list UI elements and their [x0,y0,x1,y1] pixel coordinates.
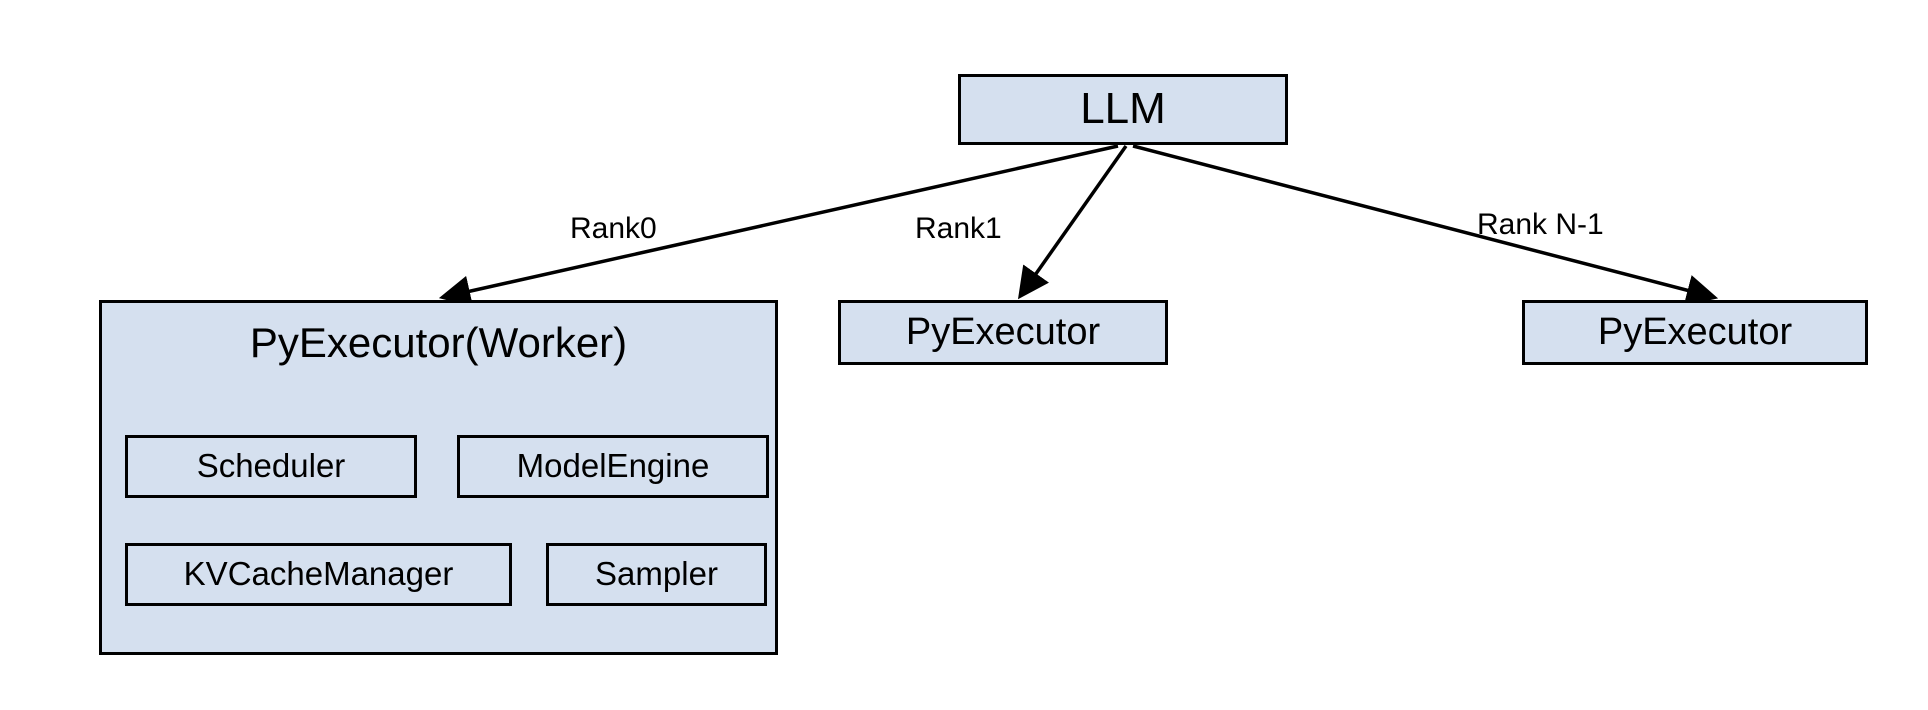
node-pyexecutor-worker-label: PyExecutor(Worker) [249,319,628,366]
node-model-engine[interactable]: ModelEngine [457,435,769,498]
node-kv-cache-manager[interactable]: KVCacheManager [125,543,512,606]
node-pyexecutor-rankn-label: PyExecutor [1597,310,1793,353]
node-pyexecutor-rank1-label: PyExecutor [905,310,1101,353]
node-scheduler[interactable]: Scheduler [125,435,417,498]
node-pyexecutor-rank1[interactable]: PyExecutor [838,300,1168,365]
edge-llm-to-executor-rank1 [1017,144,1128,300]
node-pyexecutor-rankn[interactable]: PyExecutor [1522,300,1868,365]
node-pyexecutor-worker[interactable]: PyExecutor(Worker) Scheduler ModelEngine… [99,300,778,655]
node-model-engine-label: ModelEngine [516,447,710,485]
edge-label-rank0: Rank0 [570,212,657,245]
node-llm[interactable]: LLM [958,74,1288,145]
node-sampler[interactable]: Sampler [546,543,767,606]
edge-llm-to-executor-rankn [1132,144,1719,306]
edge-llm-to-worker [438,144,1119,307]
node-scheduler-label: Scheduler [196,447,346,485]
node-llm-label: LLM [1080,84,1166,134]
edge-label-rank1: Rank1 [915,212,1002,245]
node-sampler-label: Sampler [595,555,718,593]
edge-label-rank-n-1: Rank N-1 [1477,208,1604,241]
node-kv-cache-manager-label: KVCacheManager [183,555,454,593]
